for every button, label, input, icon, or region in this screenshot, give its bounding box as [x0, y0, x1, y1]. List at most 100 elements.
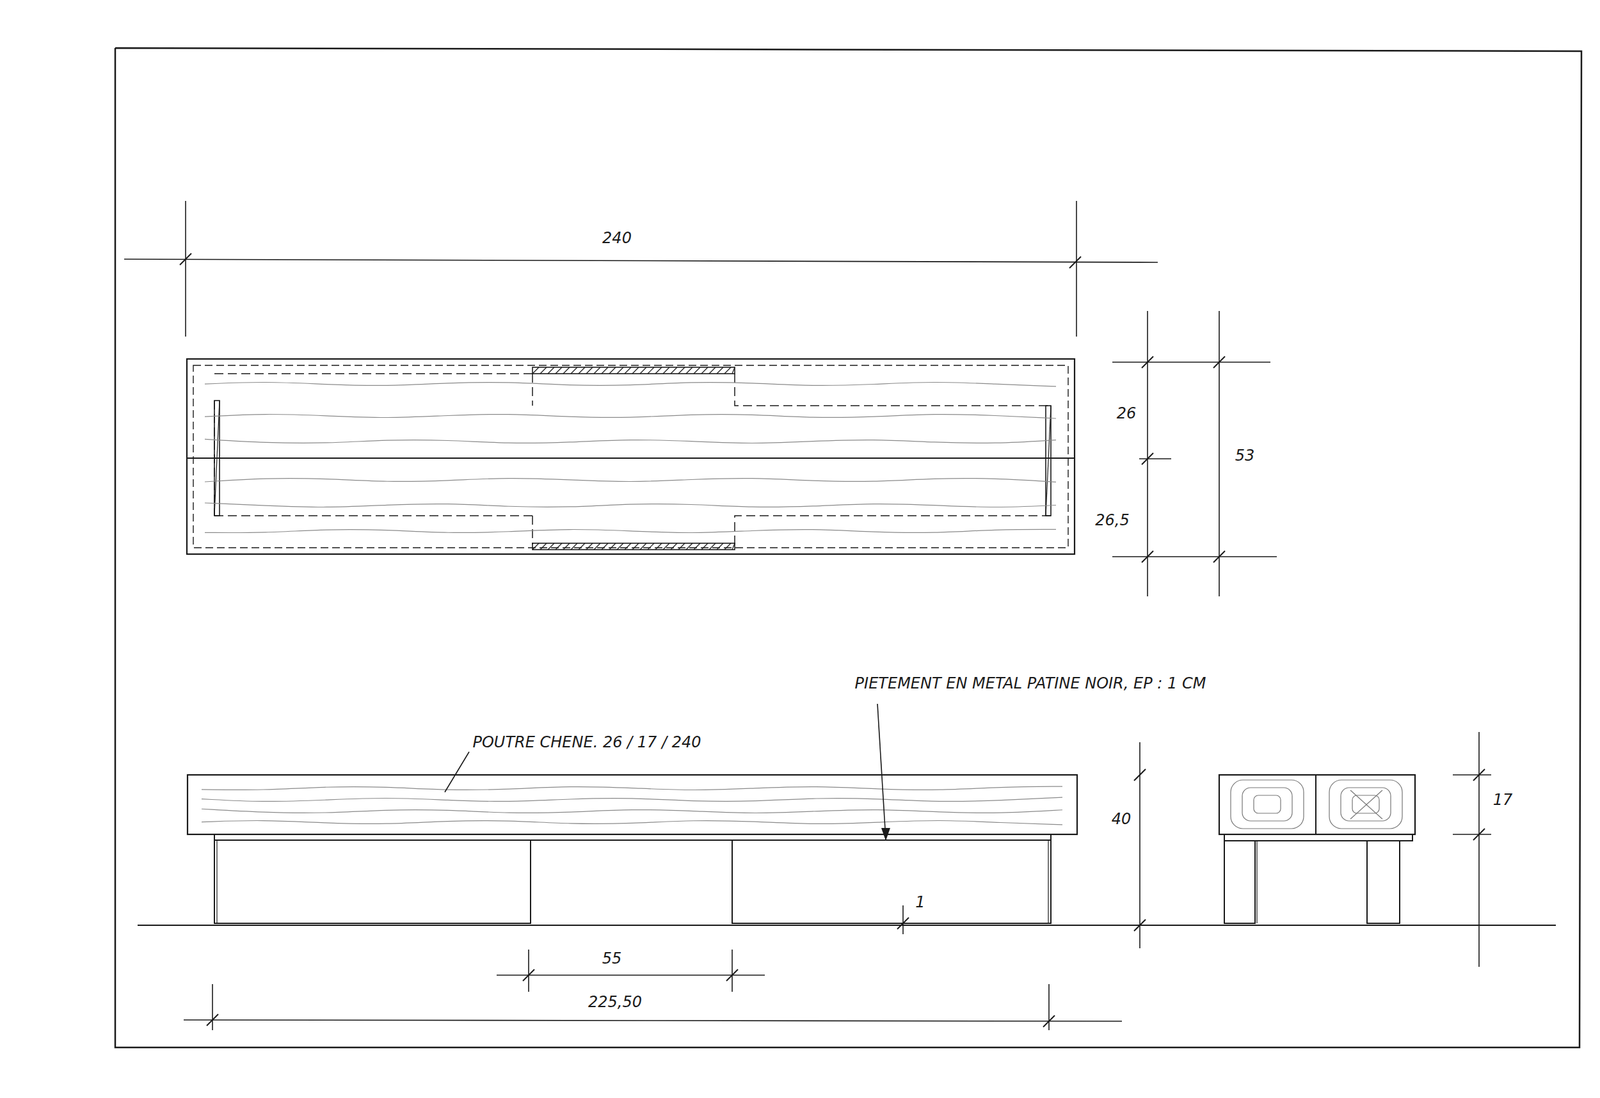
extension-line: [1075, 200, 1078, 337]
check-crack: [1350, 790, 1383, 820]
dimension-tick: [1141, 453, 1154, 465]
extension-line: [1112, 556, 1277, 558]
hatch-line: [663, 367, 670, 374]
wood-grain: [201, 786, 1063, 790]
hatch-line: [640, 367, 647, 374]
wood-grain: [204, 439, 1056, 443]
extension-line: [731, 949, 733, 992]
hatch-line: [532, 543, 539, 550]
growth-rings: [1230, 780, 1304, 829]
hatch-line: [655, 367, 662, 374]
beam-edge: [193, 365, 1069, 548]
extension-line: [1112, 361, 1271, 363]
dimension-line: [1478, 732, 1480, 968]
hatch-line: [555, 543, 562, 550]
hatch-line: [701, 367, 708, 374]
dimension-tick: [1141, 356, 1154, 368]
dimension-label: 240: [602, 229, 632, 247]
dimension-tick: [1134, 919, 1146, 932]
dimension-tick: [1043, 1015, 1055, 1028]
dimension-tick: [179, 253, 192, 265]
hatch-line: [640, 543, 647, 550]
wood-grain: [201, 808, 1063, 813]
hatch-line: [570, 367, 578, 374]
dimension-tick: [1134, 769, 1146, 781]
hatch-line: [686, 367, 693, 374]
hatch-line: [540, 367, 547, 374]
dimension-line: [1146, 311, 1149, 597]
dimension-label: 26,5: [1095, 512, 1129, 529]
leader-line: [877, 704, 886, 840]
hatch-line: [624, 543, 632, 550]
hatch-line: [570, 543, 578, 550]
dimension-tick: [1213, 551, 1225, 563]
extension-line: [1452, 774, 1492, 776]
hatch-line: [647, 543, 655, 550]
sheet-frame: [115, 48, 1582, 1048]
hatch-line: [563, 543, 570, 550]
dimension-line: [902, 905, 904, 935]
hatch-line: [732, 543, 735, 550]
hatch-line: [578, 367, 585, 374]
dimension-line: [496, 974, 765, 976]
frame-hidden: [734, 373, 1051, 406]
dimension-tick: [1069, 256, 1081, 269]
hatch-line: [601, 543, 608, 550]
frame-top-bar: [214, 834, 1051, 841]
hatch-line: [593, 367, 601, 374]
hatch-line: [632, 367, 639, 374]
part-note: PIETEMENT EN METAL PATINE NOIR, EP : 1 C…: [855, 675, 1207, 692]
growth-rings: [1242, 787, 1293, 822]
dimension-tick: [522, 969, 535, 982]
wood-grain: [204, 503, 1056, 507]
frame-edge: [1047, 840, 1049, 924]
growth-rings: [1329, 780, 1403, 829]
hatch-line: [547, 543, 555, 550]
frame-leg: [1367, 840, 1400, 924]
extension-line: [528, 949, 530, 992]
dimension-tick: [206, 1014, 219, 1026]
dimension-label: 53: [1235, 447, 1256, 464]
hatch-line: [724, 543, 731, 550]
hatch-line: [540, 543, 547, 550]
hatch-line: [632, 543, 639, 550]
hatch-line: [601, 367, 608, 374]
part-note: POUTRE CHENE. 26 / 17 / 240: [472, 734, 702, 751]
hatch-line: [586, 543, 593, 550]
arrow-head: [881, 828, 891, 841]
dimension-tick: [1141, 551, 1154, 563]
hatch-line: [670, 367, 678, 374]
leader-line: [444, 752, 470, 793]
hatch-line: [555, 367, 562, 374]
frame-leg: [732, 840, 1051, 924]
hatched-leg: [532, 543, 735, 550]
hatch-line: [563, 367, 570, 374]
dimension-label: 26: [1116, 405, 1137, 422]
extension-line: [184, 200, 187, 337]
hatch-line: [693, 543, 701, 550]
hatch-line: [670, 543, 678, 550]
growth-rings: [1253, 795, 1281, 814]
hatch-line: [1045, 405, 1051, 516]
wood-grain: [204, 529, 1056, 533]
hatch-line: [609, 367, 616, 374]
hatch-line: [532, 367, 539, 374]
hatch-line: [701, 543, 708, 550]
hatch-line: [678, 543, 685, 550]
beam-top-view: [186, 359, 1075, 555]
wood-grain: [204, 414, 1056, 419]
dimension-label: 225,50: [588, 993, 642, 1011]
wood-grain: [204, 478, 1056, 483]
hatched-leg: [532, 367, 735, 374]
frame-hidden: [214, 373, 533, 375]
hatched-leg: [1045, 405, 1051, 516]
beam-joint: [1315, 775, 1317, 835]
frame-hidden: [214, 515, 533, 517]
hatch-line: [709, 367, 716, 374]
hatch-line: [732, 367, 735, 374]
extension-line: [1139, 458, 1172, 460]
hatch-line: [716, 367, 724, 374]
dimension-tick: [897, 917, 909, 930]
